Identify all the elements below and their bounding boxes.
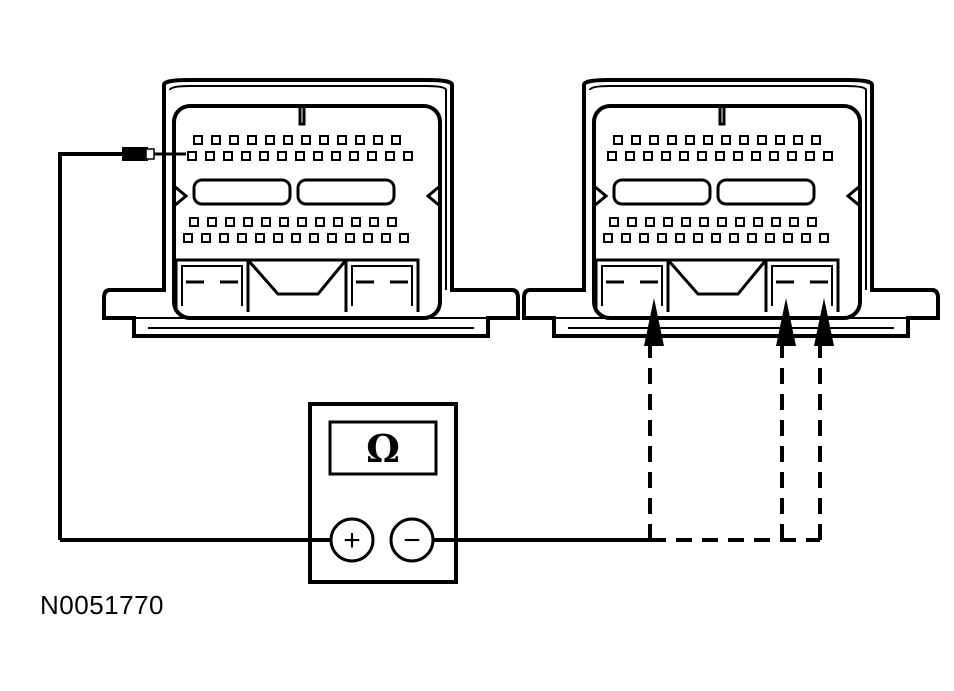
negative-terminal-label: − — [403, 524, 421, 557]
left-probe-tip — [145, 148, 155, 160]
meter-display — [328, 420, 438, 476]
probe-arrow-3 — [814, 298, 834, 346]
left-connector — [102, 78, 520, 338]
positive-terminal-label: + — [343, 524, 361, 557]
ohmmeter: Ω + − — [308, 402, 458, 584]
probe-arrow-2 — [776, 298, 796, 346]
figure-id: N0051770 — [40, 590, 164, 620]
right-connector — [522, 78, 940, 338]
negative-terminal[interactable] — [389, 517, 435, 563]
ohm-symbol: Ω — [366, 426, 400, 471]
positive-lead — [58, 147, 330, 542]
positive-terminal[interactable] — [329, 517, 375, 563]
dashed-probe-leads — [648, 344, 822, 542]
probe-arrow-1 — [644, 298, 664, 346]
